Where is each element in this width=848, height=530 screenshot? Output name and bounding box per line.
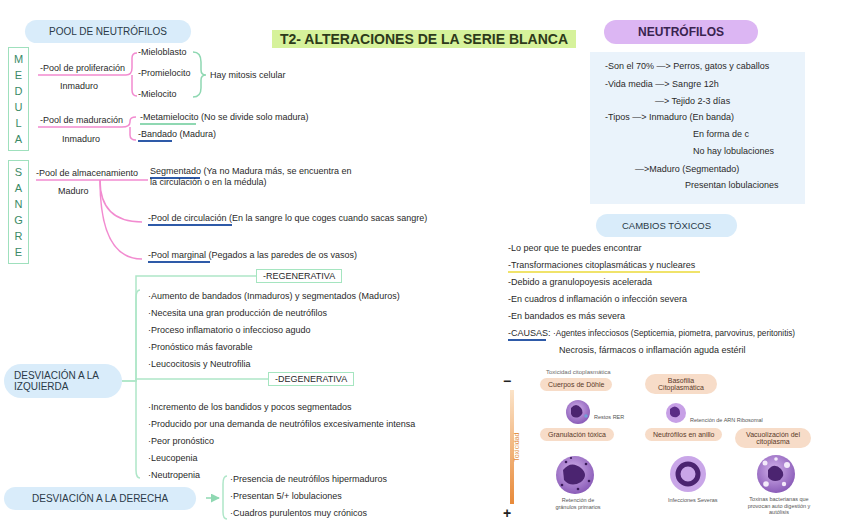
node-text: No hay lobulaciones <box>693 146 774 156</box>
note-text: -Debido a granulopoyesis acelerada <box>508 277 652 288</box>
note-text: -Metamielocito (No se divide solo madura… <box>140 112 309 123</box>
note-text: -Promielocito <box>138 68 191 79</box>
note-text: -Pool marginal (Pegados a las paredes de… <box>148 250 357 261</box>
note-text: Inmaduro <box>60 81 98 92</box>
note-text: ·Pronóstico más favorable <box>148 342 253 353</box>
heading-box: -DEGENERATIVA <box>268 372 354 386</box>
note-text: ·Leucopenia <box>148 453 198 464</box>
note-text: Retención de ARN Ribosomal <box>690 417 763 424</box>
title-text: T2- ALTERACIONES DE LA SERIE BLANCA <box>272 30 576 48</box>
note-text: + <box>503 506 511 520</box>
note-text: ·Agentes infecciosos (Septicemia, piomet… <box>553 329 795 339</box>
note-text: -Mielocito <box>138 89 177 100</box>
note-text: -Pool de circulación (En la sangre lo qu… <box>148 213 427 224</box>
note-text: -Lo peor que te puedes encontrar <box>508 243 642 254</box>
note-text: -Transformaciones citoplasmáticas y nucl… <box>508 260 695 271</box>
node-text: Vacuolización del citoplasma <box>746 431 800 445</box>
note-text: Inmaduro <box>62 134 100 145</box>
note-text: ·Cuadros purulentos muy crónicos <box>230 508 367 519</box>
section-pill: POOL DE NEUTRÓFILOS <box>25 20 191 43</box>
note-text: ·Aumento de bandados (Inmaduros) y segme… <box>148 291 400 302</box>
node-text: En forma de c <box>693 129 749 139</box>
green-arrow <box>206 497 219 499</box>
oval-tag: Cuerpos de Döhle <box>540 378 612 391</box>
node-text: DESVIACIÓN A LA IZQUIERDA <box>14 370 112 392</box>
vertical-box: SANGRE <box>8 160 29 264</box>
info-panel: -Son el 70% —> Perros, gatos y caballos -… <box>590 52 805 204</box>
note-text: − <box>503 374 511 388</box>
note-text: -Bandado (Madura) <box>138 129 216 140</box>
note-text: ·Neutropenia <box>148 470 200 481</box>
oval-tag: Basofilia Citoplasmática <box>645 374 717 394</box>
node-text: DESVIACIÓN A LA DERECHA <box>32 493 168 504</box>
section-pill: NEUTRÓFILOS <box>604 20 758 44</box>
node-text: —>Maduro (Segmentado) <box>635 164 739 174</box>
note-text: Toxinas bacterianas que provocan auto di… <box>742 496 816 516</box>
node-text: Cuerpos de Döhle <box>548 381 604 388</box>
note-text: Maduro <box>58 186 89 197</box>
note-text: ·Proceso inflamatorio o infeccioso agudo <box>148 325 311 336</box>
node-text: -DEGENERATIVA <box>275 374 347 384</box>
node-text: Basofilia Citoplasmática <box>658 377 704 391</box>
oval-tag: Vacuolización del citoplasma <box>735 428 811 448</box>
note-text: ·Incremento de los bandidos y pocos segm… <box>148 402 352 413</box>
node-text: -Son el 70% —> Perros, gatos y caballos <box>605 61 769 71</box>
node-text: CAMBIOS TÓXICOS <box>622 220 711 231</box>
note-text: Infecciones Severas <box>668 497 718 504</box>
node-text: Granulación tóxica <box>548 431 606 438</box>
vertical-box: MEDULA <box>8 47 29 151</box>
note-text: Restos RER <box>594 414 624 421</box>
heading-box: -REGENERATIVA <box>256 269 342 283</box>
node-text: -Tipos —> Inmaduro (En banda) <box>605 112 734 122</box>
note-text: -Pool de maduración <box>40 115 123 126</box>
note-text: -Pool de proliferación <box>40 63 125 74</box>
note-text: ·Necesita una gran producción de neutróf… <box>148 308 327 319</box>
note-text: -Mieloblasto <box>138 47 187 58</box>
note-text: Segmentado (Ya no Madura más, se encuent… <box>150 166 355 188</box>
section-pill: DESVIACIÓN A LA DERECHA <box>4 487 196 510</box>
node-text: Neutrófilos en anillo <box>653 431 714 438</box>
node-text: -Vida media —> Sangre 12h <box>605 79 719 89</box>
green-brace <box>193 52 206 97</box>
note-text: Hay mitosis celular <box>210 70 286 81</box>
note-text: -Pool de almacenamiento <box>36 168 138 179</box>
note-text: ·Producido por una demanda de neutrófilo… <box>148 419 415 430</box>
node-text: POOL DE NEUTRÓFILOS <box>49 26 167 37</box>
node-text: Presentan lobulaciones <box>685 180 779 190</box>
note-text: -En bandados es más severa <box>508 311 625 322</box>
note-text: Retención de gránulos primarios <box>552 497 604 510</box>
note-text: ·Peor pronóstico <box>148 436 214 447</box>
axis-label: Toxicidad <box>513 433 521 462</box>
oval-tag: Neutrófilos en anillo <box>645 428 722 441</box>
section-pill: DESVIACIÓN A LA IZQUIERDA <box>4 364 122 398</box>
green-bracket <box>223 476 227 519</box>
node-text: NEUTRÓFILOS <box>638 25 724 39</box>
note-text: Necrosis, fármacos o inflamación aguda e… <box>559 345 746 356</box>
node-text: SANGRE <box>13 164 24 260</box>
note-text: -CAUSAS: <box>508 328 551 339</box>
node-text: MEDULA <box>13 51 24 147</box>
pink-brackets <box>36 53 148 259</box>
connector <box>122 379 268 381</box>
note-text: Toxicidad citoplasmática <box>546 369 611 376</box>
note-text: ·Presencia de neutrófilos hipermaduros <box>230 474 387 485</box>
note-text: ·Presentan 5/+ lobulaciones <box>230 491 342 502</box>
node-text: —> Tejido 2-3 días <box>655 96 730 106</box>
section-pill: CAMBIOS TÓXICOS <box>596 214 737 237</box>
node-text: -REGENERATIVA <box>263 271 335 281</box>
note-text: -En cuadros d inflamación o infección se… <box>508 294 687 305</box>
note-text: ·Leucocitosis y Neutrofilia <box>148 359 251 370</box>
oval-tag: Granulación tóxica <box>540 428 614 441</box>
